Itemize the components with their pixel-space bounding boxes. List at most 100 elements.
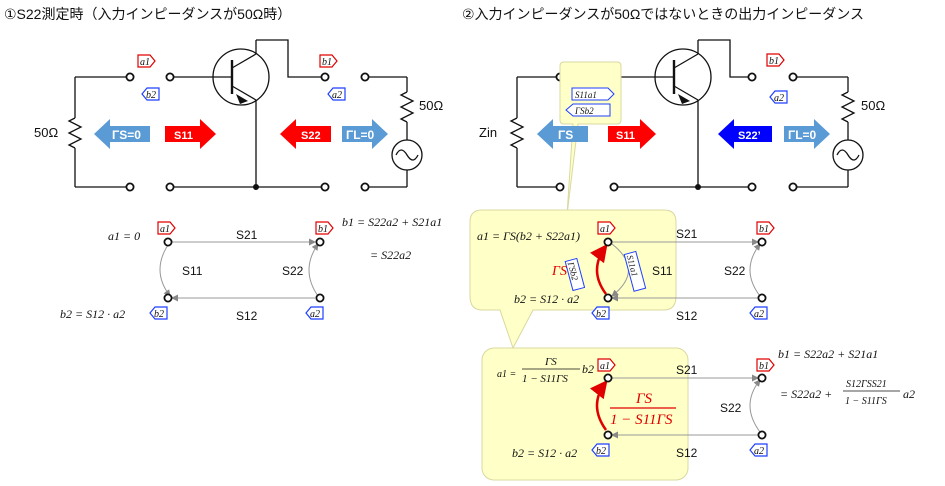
right-section-title: ②入力インピーダンスが50Ωではないときの出力インピーダンス	[462, 6, 864, 22]
svg-text:a1 =: a1 =	[497, 369, 516, 380]
zin-label: Zin	[479, 125, 497, 140]
top-a1-tag: a1	[597, 221, 616, 235]
top-gs-feedback-arrow	[590, 243, 608, 295]
left-b2-tag: b2	[141, 87, 160, 101]
right-emitter-arrow	[678, 94, 690, 104]
right-a2-tag: a2	[769, 90, 788, 104]
svg-text:= S22a2 +: = S22a2 +	[780, 387, 832, 401]
left-circuit	[67, 39, 423, 188]
svg-text:S22’: S22’	[738, 130, 761, 142]
bottom-red-fraction: ΓS 1 − S11ΓS	[610, 391, 676, 428]
bottom-s12-label: S12	[676, 446, 698, 460]
left-s22-arrow: S22	[280, 119, 331, 149]
final-b1-eq: b1 = S22a2 + S21a1	[778, 347, 878, 361]
svg-text:1 − S11ΓS: 1 − S11ΓS	[845, 396, 887, 407]
svg-text:a2: a2	[332, 90, 342, 101]
bottom-callout	[481, 347, 689, 481]
bottom-b1-tag: b1	[756, 358, 775, 372]
top-s22-label: S22	[724, 264, 746, 278]
top-gs-red-label: ΓS	[551, 264, 567, 279]
svg-text:S11a1: S11a1	[575, 90, 597, 100]
right-b1-tag: b1	[766, 53, 785, 67]
svg-text:ΓS=0: ΓS=0	[112, 128, 141, 142]
left-gl0-arrow: ΓL=0	[342, 119, 388, 149]
left-flow-b2-tag: b2	[149, 306, 168, 320]
left-section-title: ①S22測定時（入力インピーダンスが50Ω時）	[4, 6, 291, 22]
svg-text:b2: b2	[596, 446, 606, 457]
top-s21-label: S21	[676, 227, 698, 241]
svg-text:S12ΓSS21: S12ΓSS21	[846, 379, 887, 390]
svg-text:ΓS: ΓS	[544, 356, 557, 368]
top-b2-tag: b2	[591, 306, 610, 320]
svg-text:b1: b1	[759, 224, 769, 235]
left-b2-eq: b2 = S12 · a2	[60, 307, 125, 321]
left-b1-eq: b1 = S22a2 + S21a1	[342, 215, 442, 229]
left-load-r50-label: 50Ω	[419, 98, 443, 113]
right-flow-graph-bottom	[610, 374, 761, 439]
svg-text:a2: a2	[754, 309, 764, 320]
svg-text:ΓSb2: ΓSb2	[574, 106, 594, 116]
right-gl0-arrow: ΓL=0	[784, 119, 830, 149]
svg-text:S11: S11	[174, 130, 193, 142]
right-s11-arrow: S11	[608, 119, 656, 149]
svg-text:a2: a2	[903, 387, 915, 401]
svg-text:a2: a2	[754, 446, 764, 457]
svg-text:1 − S11ΓS: 1 − S11ΓS	[610, 412, 673, 428]
left-r50-label: 50Ω	[34, 125, 58, 140]
left-b1-tag: b1	[319, 54, 338, 68]
svg-text:ΓL=0: ΓL=0	[346, 128, 375, 142]
top-gsb2-vertical-tag: ΓSb2	[564, 257, 586, 292]
top-flow-nodes	[603, 237, 767, 303]
final-b1-expanded-eq: = S22a2 + S12ΓSS21 1 − S11ΓS a2	[780, 379, 915, 407]
svg-text:ΓS: ΓS	[558, 128, 573, 142]
svg-text:a1: a1	[600, 361, 610, 372]
right-junction-dot	[695, 184, 701, 190]
svg-text:b2: b2	[582, 362, 594, 376]
top-s11a1-vertical-tag: S11a1	[623, 250, 647, 292]
svg-text:a2: a2	[774, 93, 784, 104]
left-emitter-arrow	[236, 94, 248, 104]
right-circuit	[509, 39, 864, 188]
svg-text:S22: S22	[301, 130, 321, 142]
svg-text:b1: b1	[769, 56, 779, 67]
left-terminals	[125, 72, 370, 192]
left-s11-flow-label: S11	[182, 264, 203, 278]
small-callout: S11a1 ΓSb2	[559, 61, 622, 216]
left-s22-flow-label: S22	[282, 264, 304, 278]
svg-text:ΓL=0: ΓL=0	[788, 128, 817, 142]
top-s11-label: S11	[652, 264, 673, 278]
svg-text:a2: a2	[310, 309, 320, 320]
top-b1-tag: b1	[756, 221, 775, 235]
bottom-b2-eq: b2 = S12 · a2	[512, 446, 577, 460]
left-gs0-arrow: ΓS=0	[94, 119, 150, 149]
left-b1-short-eq: = S22a2	[370, 248, 411, 262]
right-load-r50-label: 50Ω	[861, 98, 885, 113]
right-gs-arrow: ΓS	[537, 119, 588, 149]
right-s22p-arrow: S22’	[718, 119, 772, 149]
left-junction-dot	[253, 184, 259, 190]
left-flow-b1-tag: b1	[315, 221, 334, 235]
bottom-s21-label: S21	[676, 363, 698, 377]
top-a1-gs-eq: a1 = ΓS(b2 + S22a1)	[477, 229, 580, 243]
svg-text:a1: a1	[140, 57, 150, 68]
bottom-s22-label: S22	[720, 401, 742, 415]
left-a2-tag: a2	[327, 87, 346, 101]
svg-text:b2: b2	[146, 90, 156, 101]
left-s11-arrow: S11	[165, 119, 216, 149]
svg-text:b2: b2	[596, 309, 606, 320]
bottom-gs-feedback-arrow	[589, 380, 608, 431]
svg-text:1 − S11ΓS: 1 − S11ΓS	[522, 373, 568, 385]
svg-text:b1: b1	[759, 361, 769, 372]
left-flow-graph	[159, 238, 319, 302]
svg-text:a1: a1	[160, 224, 170, 235]
top-a2-tag: a2	[749, 306, 768, 320]
svg-text:b1: b1	[322, 57, 332, 68]
left-s21-label: S21	[236, 228, 258, 242]
left-flow-a2-tag: a2	[305, 306, 324, 320]
left-a1-tag: a1	[137, 54, 156, 68]
svg-text:a1: a1	[600, 224, 610, 235]
bottom-a1-tag: a1	[597, 358, 616, 372]
top-s12-label: S12	[676, 309, 698, 323]
bottom-b2-tag: b2	[591, 443, 610, 457]
